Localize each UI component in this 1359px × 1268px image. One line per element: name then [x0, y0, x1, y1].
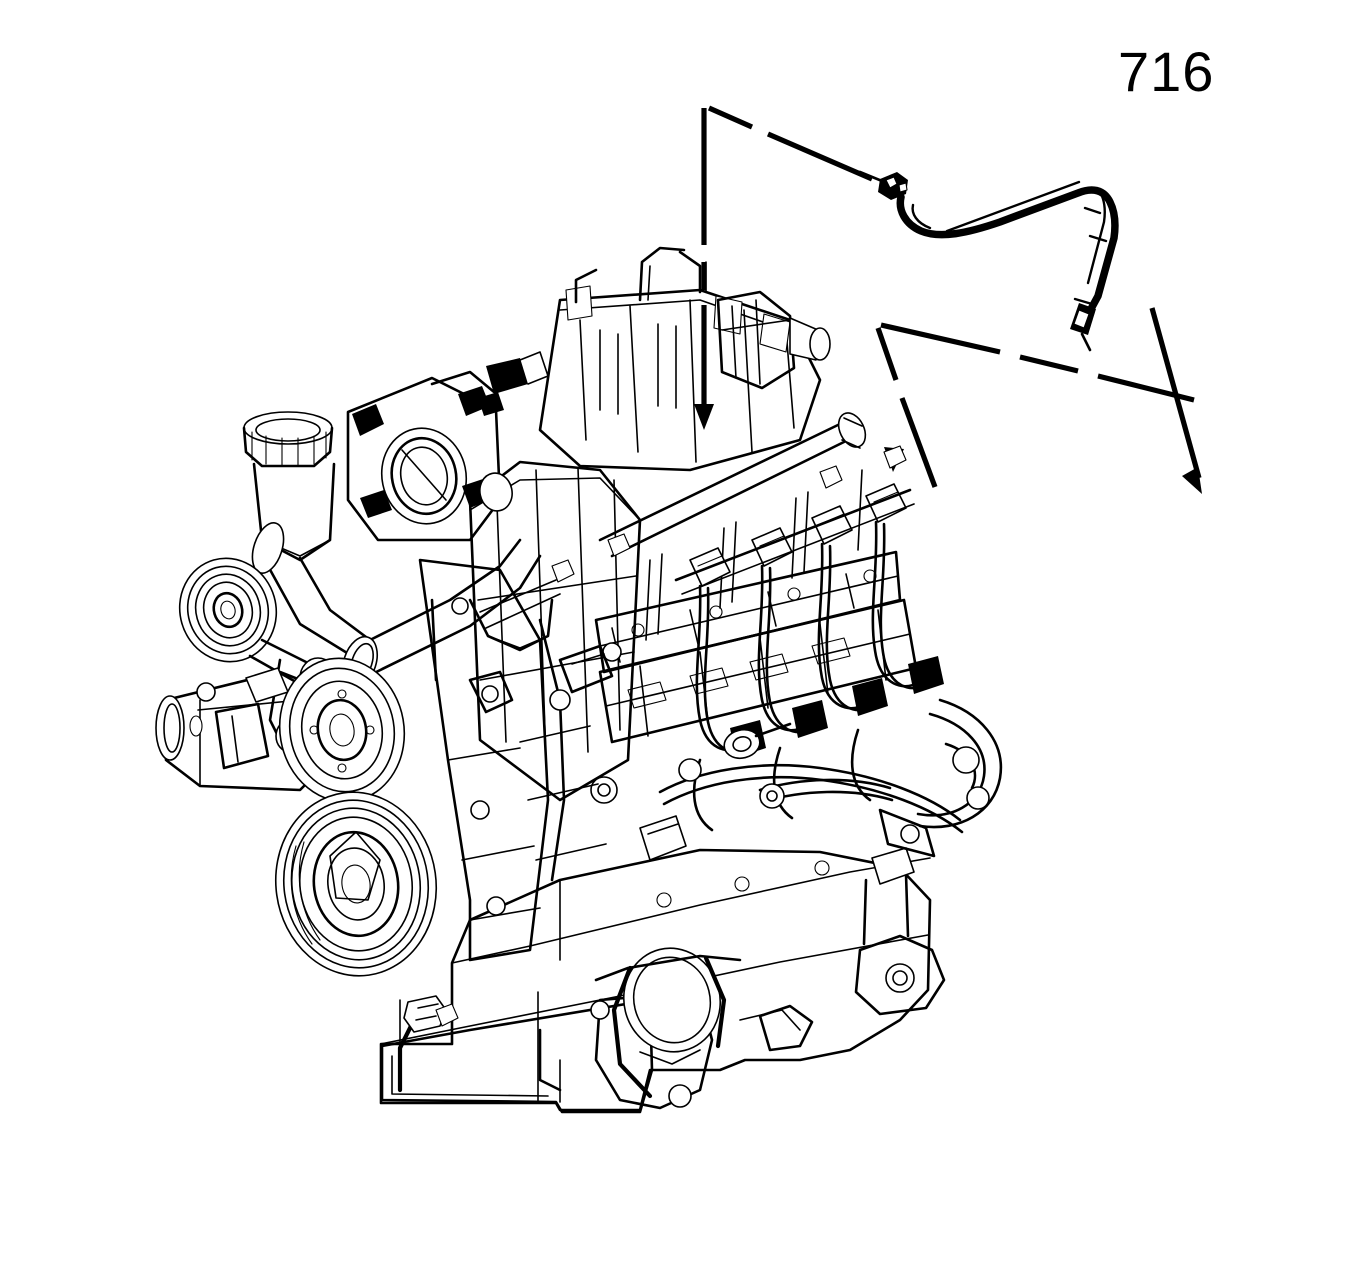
accessory-drive-pulley: [278, 657, 406, 803]
upper-rear-bracket: [574, 246, 831, 390]
oil-pan: [380, 995, 654, 1114]
harmonic-balancer: [274, 791, 438, 977]
callout-number-716: 716: [1118, 40, 1215, 103]
front-cover: [418, 558, 566, 962]
leader-line-lower: [875, 307, 1202, 494]
block-side-detail: [519, 642, 792, 861]
fasteners: [435, 445, 907, 1027]
knock-sensor: [723, 722, 792, 760]
coolant-fill-neck: [242, 411, 372, 658]
leader-line-upper: [694, 105, 874, 430]
hose-quick-connect-fitting: [858, 170, 908, 200]
hose-end-connector: [1070, 303, 1096, 352]
engine-mount-bracket: [854, 847, 946, 1016]
throttle-body: [346, 351, 549, 542]
exhaust-manifold: [758, 698, 1003, 858]
ignition-coil-pack: [674, 483, 915, 595]
engine-assembly: [155, 246, 1003, 1114]
bell-housing: [590, 947, 814, 1110]
part-716-hose-assembly: [858, 170, 1119, 352]
